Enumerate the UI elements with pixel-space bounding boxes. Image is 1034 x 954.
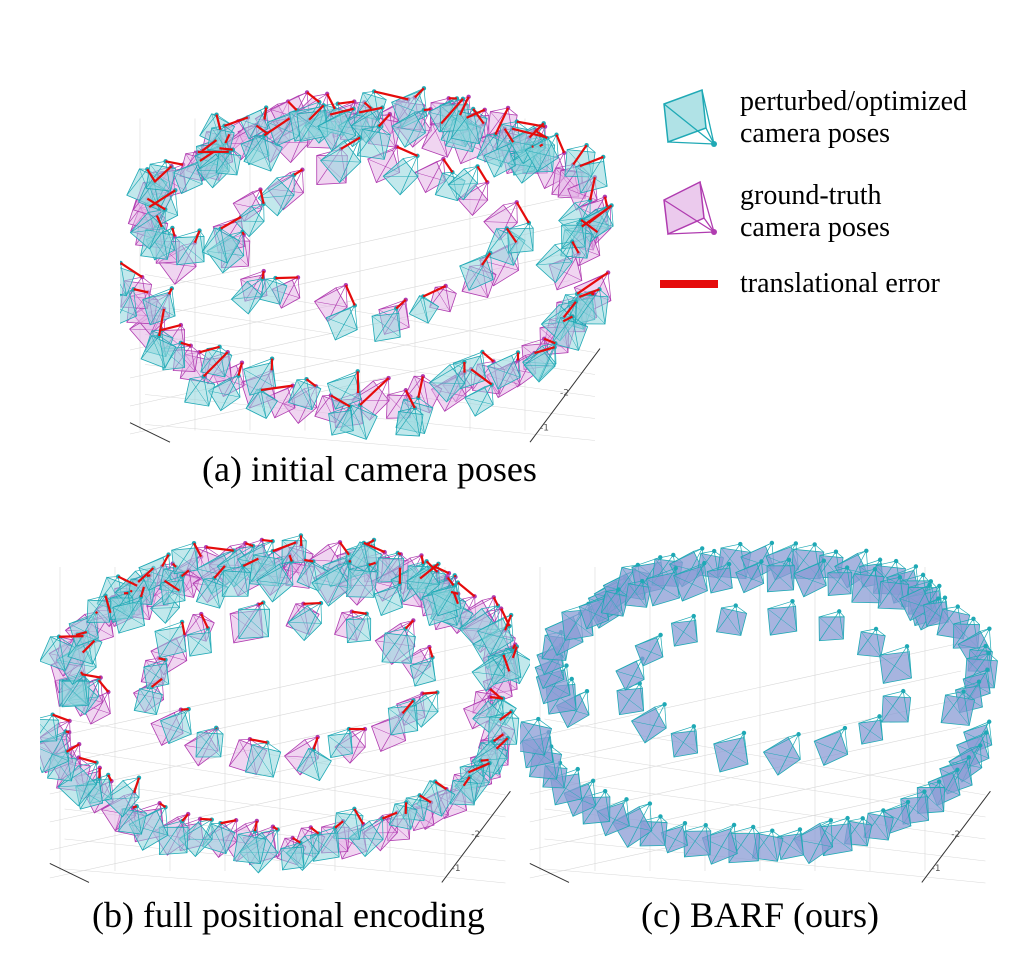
axis-tick-label: -2	[560, 388, 569, 398]
panel-full-positional-encoding: -2 -1	[40, 510, 530, 890]
axis-tick-label: -2	[951, 830, 960, 840]
translational-errors	[120, 87, 613, 409]
translational-errors	[52, 535, 518, 844]
legend-ground-truth-label: ground-truth camera poses	[740, 180, 891, 243]
caption-b: (b) full positional encoding	[92, 895, 485, 935]
axis: -2 -1	[129, 348, 601, 443]
axis: -2 -1	[529, 790, 991, 883]
caption-a: (a) initial camera poses	[202, 449, 537, 489]
caption-c: (c) BARF (ours)	[641, 895, 879, 935]
pose-plot-c: -2 -1	[520, 540, 998, 890]
axis-tick-label: -1	[932, 864, 941, 874]
panel-initial-camera-poses: -2 -1	[120, 60, 620, 450]
axis-tick-label: -1	[540, 424, 549, 434]
pose-plot-b: -2 -1	[40, 533, 530, 890]
legend-optimized-label: perturbed/optimized camera poses	[740, 86, 968, 149]
optimized-poses	[120, 86, 614, 440]
axis-tick-label: -1	[452, 864, 461, 874]
panel-barf: -2 -1	[520, 510, 1010, 890]
legend-error-label: translational error	[740, 268, 940, 299]
pose-plot-a: -2 -1	[120, 86, 614, 450]
ground-truth-camera-icon	[656, 178, 722, 238]
optimized-poses	[520, 540, 998, 865]
axis-tick-label: -2	[471, 830, 480, 840]
optimized-poses	[40, 533, 530, 874]
axis: -2 -1	[49, 790, 511, 883]
translational-error-line-icon	[660, 280, 718, 288]
optimized-camera-icon	[656, 84, 722, 150]
